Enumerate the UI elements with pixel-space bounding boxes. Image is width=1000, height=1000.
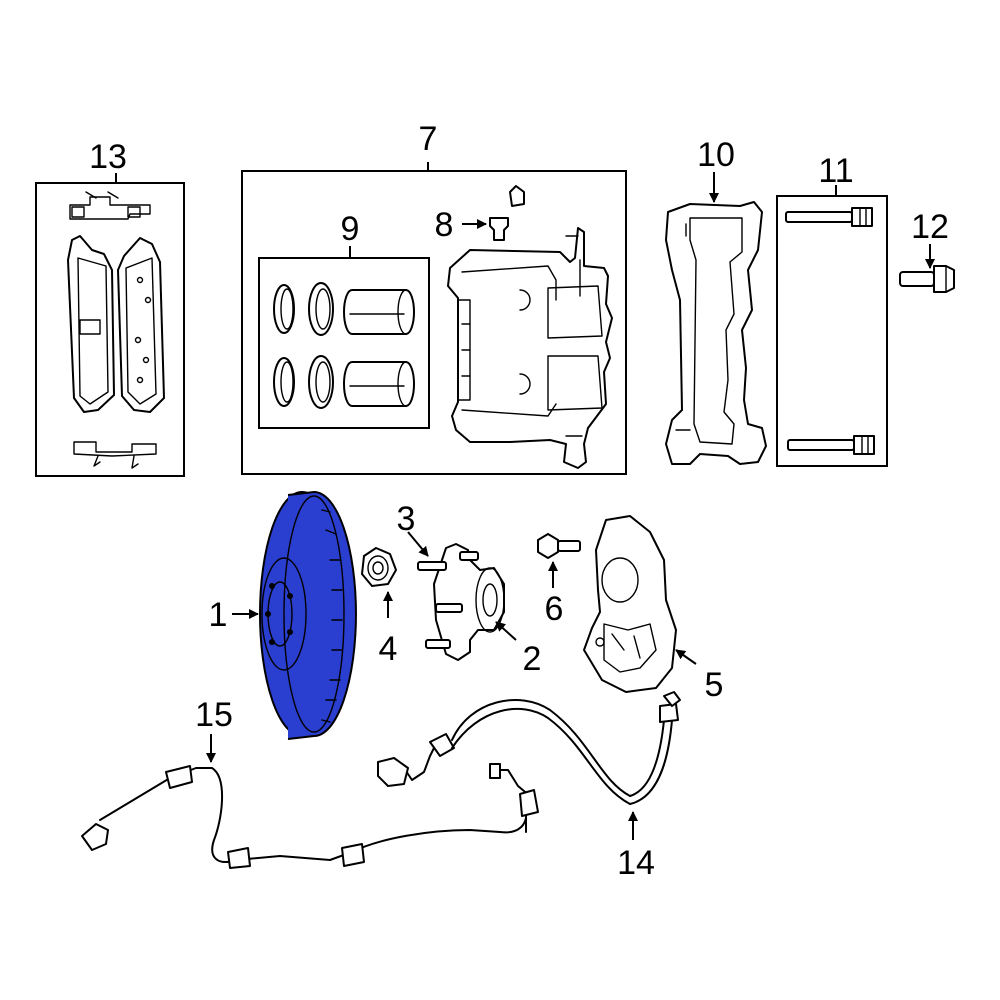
- brake-rotor[interactable]: [259, 490, 357, 740]
- guide-pins[interactable]: [785, 207, 875, 455]
- callout-8: 8: [435, 206, 454, 244]
- caliper-box: [241, 170, 627, 475]
- callout-14: 14: [617, 844, 655, 882]
- wheel-speed-sensor[interactable]: [81, 765, 527, 869]
- callout-11: 11: [818, 152, 853, 190]
- seal-kit-box: [258, 257, 430, 429]
- callout-3: 3: [397, 500, 416, 538]
- callout-4: 4: [379, 630, 398, 668]
- bleeder-screw[interactable]: [489, 185, 525, 241]
- caliper-bracket[interactable]: [665, 201, 767, 465]
- callout-5: 5: [705, 666, 724, 704]
- dust-shield[interactable]: [583, 515, 677, 693]
- callout-6: 6: [545, 590, 564, 628]
- caliper-seal-kit[interactable]: [273, 282, 415, 409]
- leader-lines: [115, 162, 935, 840]
- callout-15: 15: [195, 696, 233, 734]
- brake-pads[interactable]: [67, 191, 165, 469]
- brake-caliper[interactable]: [447, 227, 613, 469]
- callout-7: 7: [419, 120, 438, 158]
- shield-screw[interactable]: [537, 533, 581, 559]
- pad-kit-box: [35, 182, 185, 477]
- hub-nut[interactable]: [361, 547, 397, 587]
- callout-10: 10: [697, 136, 735, 174]
- callout-2: 2: [523, 640, 542, 678]
- callout-12: 12: [911, 208, 949, 246]
- callout-1: 1: [209, 596, 228, 634]
- callout-13: 13: [89, 138, 127, 176]
- wheel-hub-assembly[interactable]: [417, 543, 505, 661]
- callout-9: 9: [341, 210, 360, 248]
- guide-pin-box: [776, 195, 888, 467]
- caliper-bolt[interactable]: [899, 265, 955, 293]
- brake-hose[interactable]: [377, 691, 681, 833]
